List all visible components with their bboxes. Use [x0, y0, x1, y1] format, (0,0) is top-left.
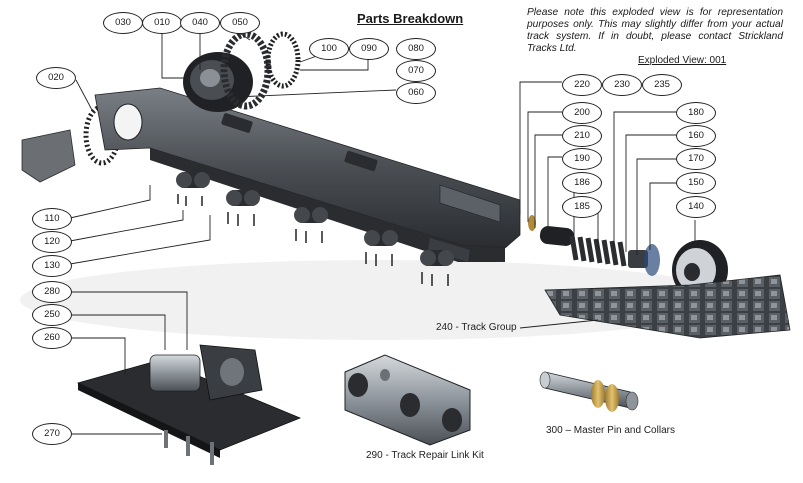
callout-250: 250 — [32, 304, 72, 326]
repair-link-kit — [344, 354, 471, 446]
callout-120: 120 — [32, 231, 72, 253]
leader-lines — [69, 31, 696, 435]
disclaimer-note: Please note this exploded view is for re… — [527, 7, 783, 54]
callout-090: 090 — [349, 38, 389, 60]
callout-190: 190 — [562, 148, 602, 170]
callout-080: 080 — [396, 38, 436, 60]
caption-repair-link: 290 - Track Repair Link Kit — [366, 450, 484, 461]
master-pin — [539, 371, 639, 412]
exploded-view-label: Exploded View: 001 — [638, 55, 727, 66]
callout-185: 185 — [562, 196, 602, 218]
callout-235: 235 — [642, 74, 682, 96]
callout-150: 150 — [676, 172, 716, 194]
page-title: Parts Breakdown — [357, 11, 464, 26]
callout-060: 060 — [396, 82, 436, 104]
callout-040: 040 — [180, 12, 220, 34]
callout-140: 140 — [676, 196, 716, 218]
callout-220: 220 — [562, 74, 602, 96]
callout-010: 010 — [142, 12, 182, 34]
callout-110: 110 — [32, 208, 72, 230]
callout-170: 170 — [676, 148, 716, 170]
callout-280: 280 — [32, 281, 72, 303]
ground-shadow — [20, 260, 740, 340]
tensioner-assembly — [528, 215, 660, 276]
end-plate — [21, 129, 76, 183]
track-pad-assembly — [76, 344, 302, 465]
caption-master-pin: 300 – Master Pin and Collars — [546, 425, 675, 436]
callout-200: 200 — [562, 102, 602, 124]
callout-186: 186 — [562, 172, 602, 194]
bottom-rollers — [176, 172, 454, 286]
callout-210: 210 — [562, 125, 602, 147]
callout-130: 130 — [32, 255, 72, 277]
callout-260: 260 — [32, 327, 72, 349]
callout-070: 070 — [396, 60, 436, 82]
callout-030: 030 — [103, 12, 143, 34]
callout-230: 230 — [602, 74, 642, 96]
drive-sprocket — [220, 30, 272, 110]
callout-100: 100 — [309, 38, 349, 60]
recoil-spring — [569, 235, 627, 267]
track-frame — [94, 87, 521, 262]
callout-270: 270 — [32, 423, 72, 445]
caption-track-group: 240 - Track Group — [436, 322, 517, 333]
callout-050: 050 — [220, 12, 260, 34]
sprocket-ring-right — [265, 31, 301, 89]
track-group — [544, 274, 791, 339]
callout-020: 020 — [36, 67, 76, 89]
callout-180: 180 — [676, 102, 716, 124]
callout-160: 160 — [676, 125, 716, 147]
